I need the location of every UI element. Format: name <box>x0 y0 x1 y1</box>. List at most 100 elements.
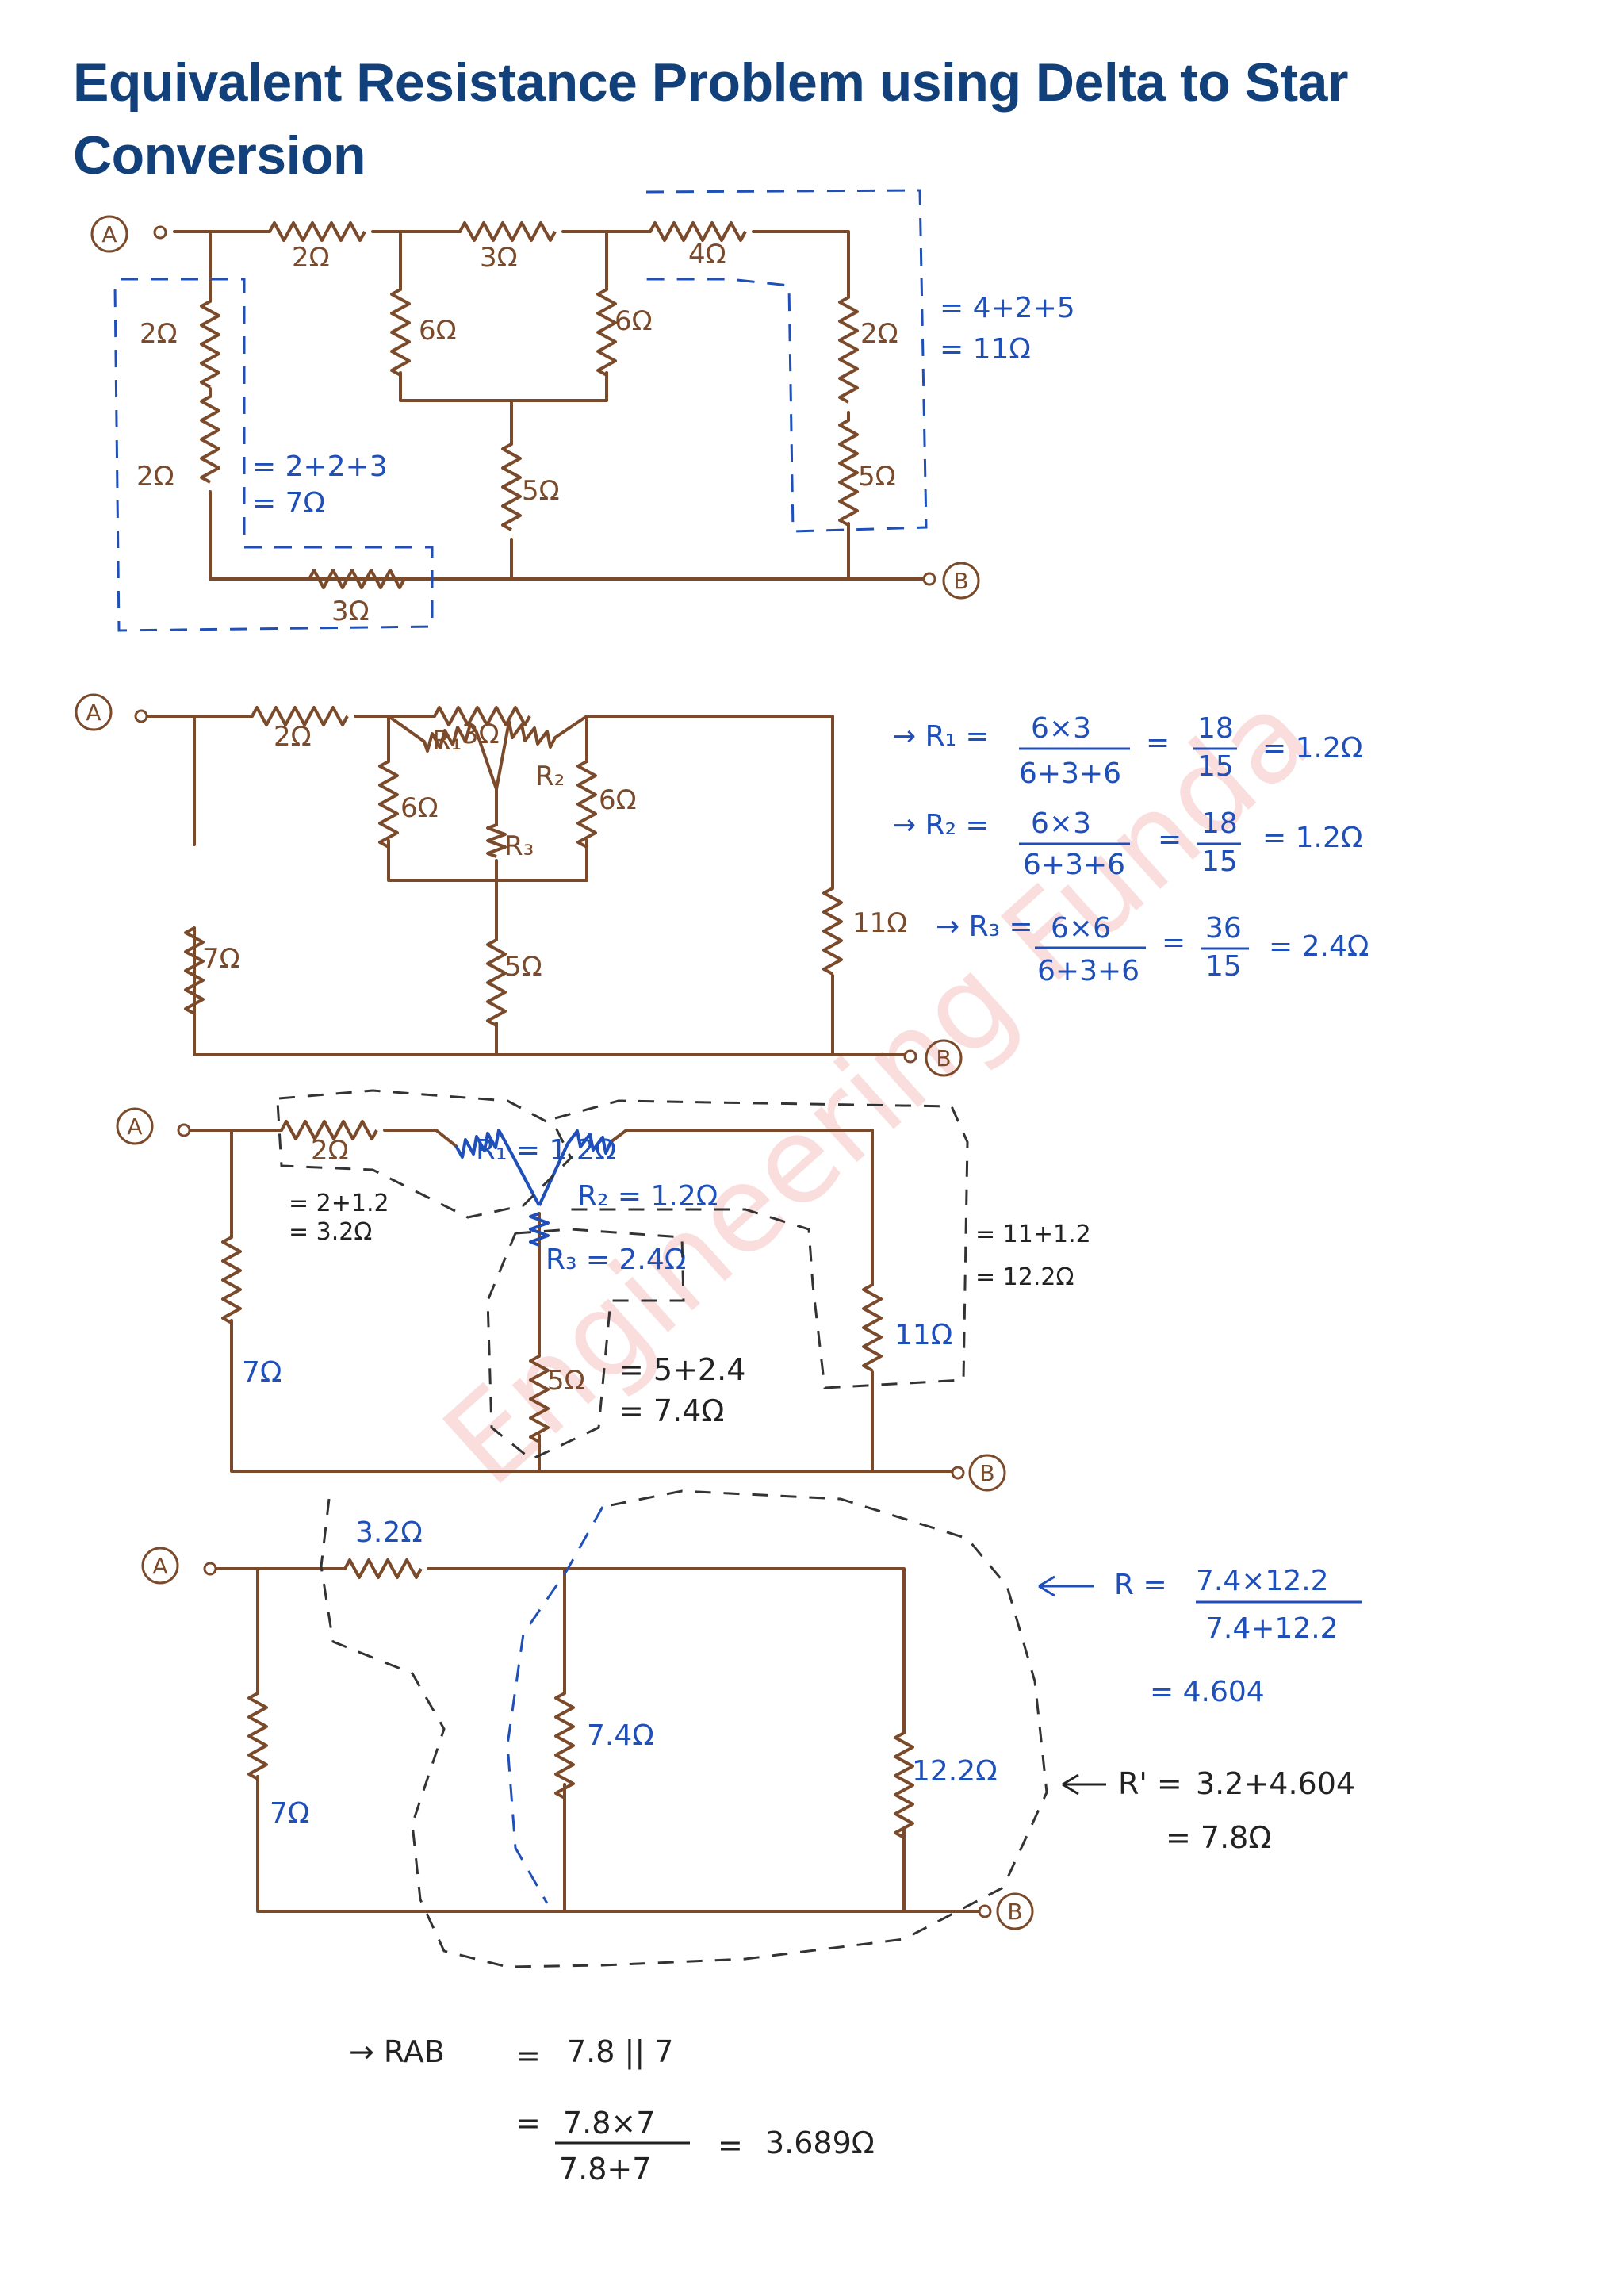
step4-group-outline-outer <box>320 1489 1048 1968</box>
calc-r2-equals: = <box>1158 823 1182 856</box>
step3-resistor-11ohm <box>862 1283 883 1372</box>
svg-text:B: B <box>1007 1899 1022 1925</box>
step2-star-r3 <box>486 823 507 858</box>
svg-text:A: A <box>102 221 117 247</box>
step2-label-11ohm: 11Ω <box>852 907 907 939</box>
step2-resistor-3ohm <box>433 706 531 726</box>
step1-resistor-3ohm-top <box>458 221 557 242</box>
calc-r1-numerator-2: 18 <box>1197 712 1234 745</box>
step2-node-a: A <box>75 693 148 731</box>
calc-r3-equals: = <box>1162 926 1185 959</box>
step3-label-7ohm: 7Ω <box>242 1356 282 1389</box>
step3-label-r3: R₃ = 2.4Ω <box>546 1244 686 1276</box>
step4-node-b: B <box>978 1892 1034 1930</box>
step1-label-6ohm-b: 6Ω <box>615 305 653 337</box>
step4-group-outline-inner <box>506 1506 604 1904</box>
calc-r3-result: = 2.4Ω <box>1269 930 1369 963</box>
step3-star-r2 <box>538 1129 612 1206</box>
step2-resistor-2ohm <box>251 706 349 726</box>
step3-note-b-sum: = 11+1.2 <box>975 1221 1091 1248</box>
step1-resistor-2ohm-left-top <box>200 300 220 389</box>
step1-resistor-6ohm-a <box>390 288 411 377</box>
svg-text:B: B <box>979 1460 994 1486</box>
step3-circuit: A B 2Ω R₁ = 1.2Ω R₂ = 1.2Ω R₃ = 2.4Ω 5Ω … <box>116 1089 1091 1492</box>
step3-label-r1: R₁ = 1.2Ω <box>476 1134 616 1167</box>
step4-resistor-7-4ohm <box>554 1692 575 1800</box>
step3-note-c-result: = 7.4Ω <box>619 1393 724 1428</box>
step1-resistor-6ohm-b <box>596 288 617 377</box>
step4-resistor-7ohm <box>247 1692 268 1780</box>
step1-resistor-2ohm-top <box>268 221 366 242</box>
step3-node-a: A <box>116 1107 191 1145</box>
final-numerator: 7.8×7 <box>563 2106 655 2141</box>
calc-r-lhs: R = <box>1114 1569 1167 1601</box>
step2-resistor-11ohm <box>822 887 843 976</box>
calc-rprime-result: = 7.8Ω <box>1166 1820 1271 1855</box>
step4-resistor-12-2ohm <box>894 1731 914 1839</box>
step2-circuit: A B 2Ω 3Ω R₁ R₂ R₃ 6Ω 6Ω 5Ω 7Ω 11Ω <box>75 693 963 1077</box>
step2-label-6ohm-a: 6Ω <box>400 792 439 824</box>
calc-r1-numerator: 6×3 <box>1031 712 1091 745</box>
step3-group-outline-right <box>554 1099 969 1389</box>
step1-right-grouping-outline <box>645 189 928 533</box>
step2-resistor-5ohm <box>486 938 507 1027</box>
step4-label-7-4ohm: 7.4Ω <box>587 1719 654 1752</box>
step2-label-r3: R₃ <box>504 830 534 862</box>
calc-r3-denominator-2: 15 <box>1205 950 1242 983</box>
step2-label-7ohm: 7Ω <box>202 943 240 975</box>
step2-label-6ohm-b: 6Ω <box>599 784 637 816</box>
calc-r1-denominator: 6+3+6 <box>1019 757 1121 790</box>
step2-calculations: → R₁ = 6×3 6+3+6 = 18 15 = 1.2Ω → R₂ = 6… <box>892 712 1369 987</box>
step3-node-b: B <box>951 1454 1006 1492</box>
final-lhs: → RAB <box>349 2034 445 2069</box>
final-equals-3: = <box>718 2128 743 2163</box>
step1-resistor-3ohm-bottom <box>308 569 406 589</box>
step3-resistor-5ohm <box>529 1355 550 1443</box>
step1-note-left-sum: = 2+2+3 <box>252 450 388 483</box>
step1-resistor-2ohm-right <box>838 296 859 404</box>
calc-r-numerator: 7.4×12.2 <box>1196 1565 1329 1597</box>
calc-r1-equals: = <box>1146 726 1170 759</box>
calc-rprime-sum: 3.2+4.604 <box>1196 1766 1355 1801</box>
step3-note-c-sum: = 5+2.4 <box>619 1352 745 1387</box>
step1-label-2ohm-right: 2Ω <box>860 318 898 350</box>
page-title: Equivalent Resistance Problem using Delt… <box>73 52 1348 186</box>
step2-label-5ohm: 5Ω <box>504 951 542 983</box>
step1-label-4ohm: 4Ω <box>688 239 726 270</box>
step1-resistor-5ohm-right <box>838 419 859 527</box>
step1-label-2ohm-left-top: 2Ω <box>140 318 178 350</box>
step2-star-r1 <box>423 723 498 790</box>
step1-label-3ohm-top: 3Ω <box>480 242 518 274</box>
step4-node-a: A <box>141 1547 217 1585</box>
final-calculation: → RAB = 7.8 || 7 = 7.8×7 7.8+7 = 3.689Ω <box>349 2034 875 2187</box>
step1-node-a: A <box>90 215 167 253</box>
step3-group-outline-left <box>276 1089 573 1219</box>
calc-r3-lhs: → R₃ = <box>936 910 1033 943</box>
calc-r-result: = 4.604 <box>1150 1676 1265 1708</box>
step3-note-a-result: = 3.2Ω <box>289 1218 372 1246</box>
step1-label-2ohm-top: 2Ω <box>292 242 330 274</box>
svg-text:A: A <box>86 700 101 726</box>
step1-resistor-2ohm-left-bottom <box>200 395 220 484</box>
step4-label-3-2ohm: 3.2Ω <box>355 1516 423 1549</box>
step3-resistor-7ohm <box>221 1236 242 1324</box>
calc-r3-numerator-2: 36 <box>1205 912 1242 945</box>
calc-r1-lhs: → R₁ = <box>892 720 990 753</box>
calc-rprime-lhs: R' = <box>1118 1766 1182 1801</box>
step1-node-b: B <box>922 562 980 600</box>
step3-label-r2: R₂ = 1.2Ω <box>577 1180 718 1213</box>
step3-star-r3 <box>529 1212 550 1247</box>
step4-label-12-2ohm: 12.2Ω <box>912 1755 998 1788</box>
step4-label-7ohm: 7Ω <box>270 1797 309 1830</box>
step4-resistor-3-2ohm <box>343 1558 423 1579</box>
step2-label-r2: R₂ <box>535 761 565 792</box>
svg-text:A: A <box>152 1553 167 1579</box>
step1-label-6ohm-a: 6Ω <box>419 315 457 347</box>
step1-note-right-sum: = 4+2+5 <box>940 292 1075 324</box>
calc-r2-numerator-2: 18 <box>1201 807 1238 840</box>
step2-resistor-6ohm-a <box>378 760 399 849</box>
final-equals-2: = <box>515 2106 541 2141</box>
calc-r1-denominator-2: 15 <box>1197 750 1234 783</box>
calc-r3-denominator: 6+3+6 <box>1037 955 1139 987</box>
